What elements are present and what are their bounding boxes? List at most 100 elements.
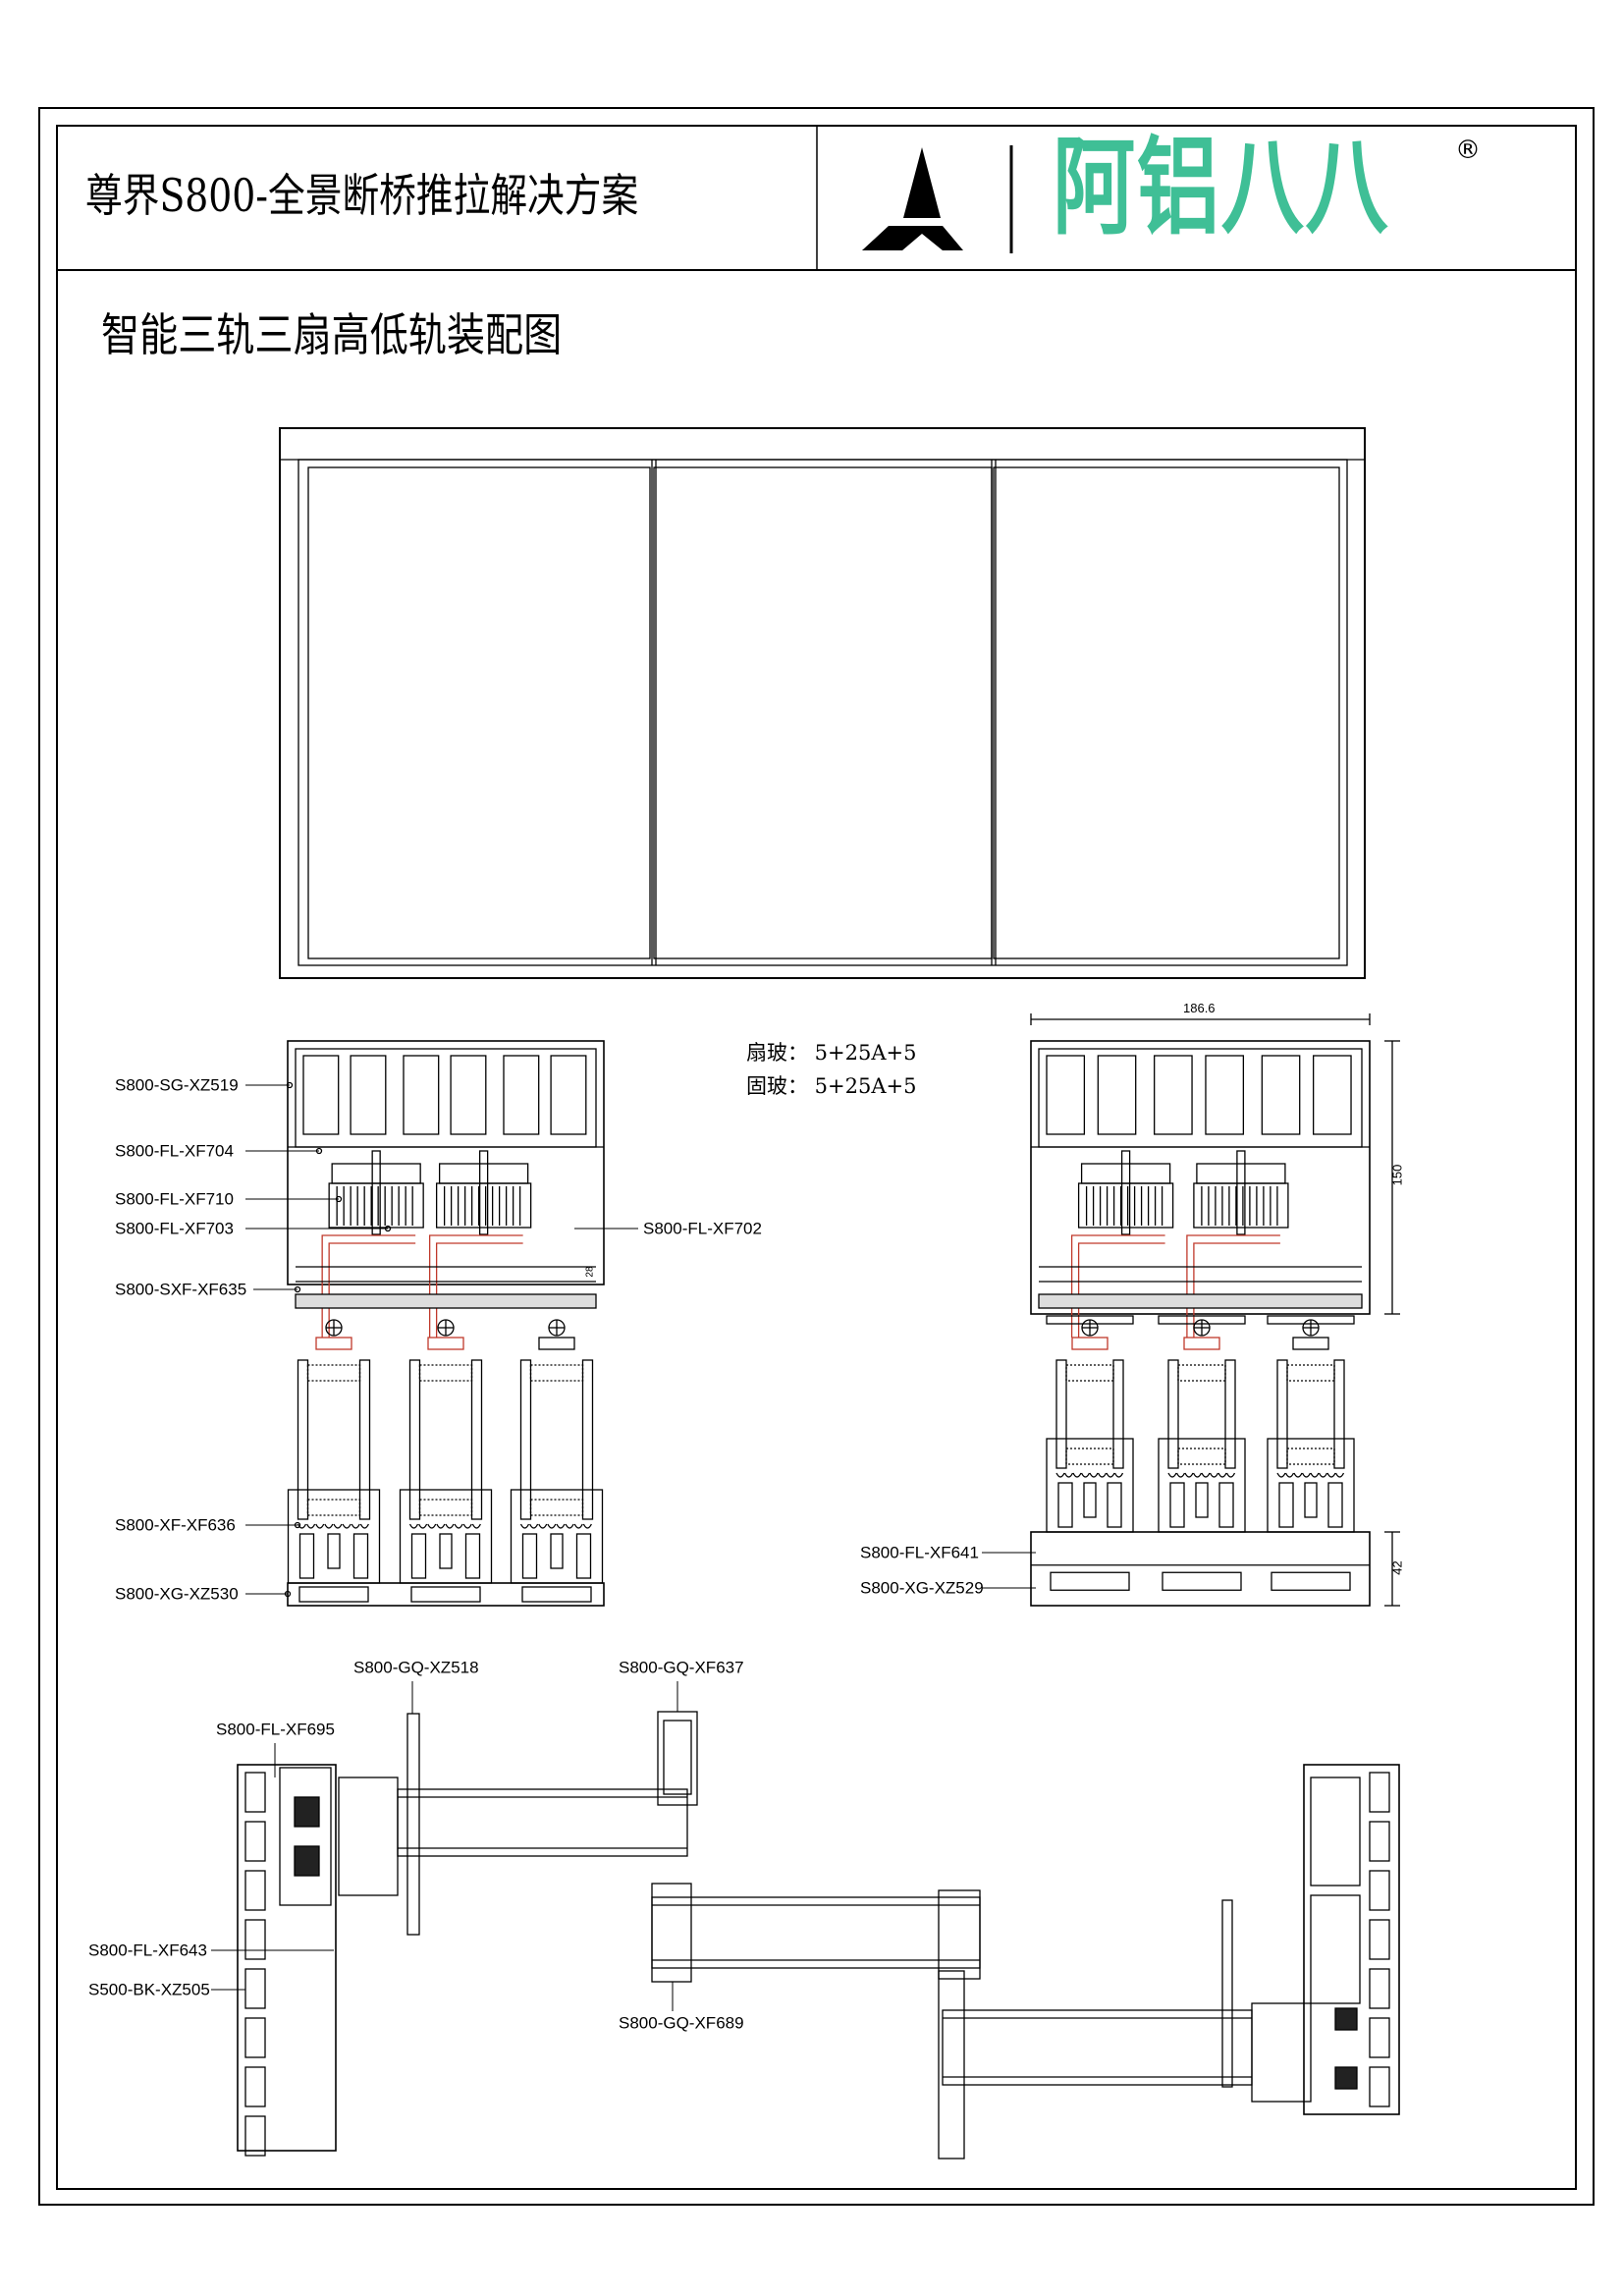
track-bar [295, 1293, 597, 1309]
roller [1057, 1482, 1073, 1528]
spacer-bar [306, 1364, 361, 1382]
sash-bottom-profile [1158, 1438, 1246, 1533]
seal-tooth [445, 1523, 455, 1529]
section-right [1030, 1013, 1400, 1607]
leader-lines [211, 1081, 1036, 2011]
sill-chamber [521, 1586, 592, 1603]
seal-tooth [1106, 1472, 1115, 1478]
glass-pane [1276, 1359, 1288, 1469]
drive-block [315, 1337, 352, 1350]
roller [352, 1533, 369, 1579]
sill-chamber [298, 1586, 369, 1603]
plan-view [237, 1711, 1400, 2159]
seal-tooth [418, 1523, 428, 1529]
section-left [287, 1040, 605, 1607]
elevation-view [279, 427, 1366, 979]
sill-chamber [1271, 1571, 1351, 1591]
seal-tooth [342, 1523, 352, 1529]
seal-tooth [1175, 1472, 1186, 1478]
seal-tooth [1192, 1472, 1203, 1478]
part-label: S800-FL-XF702 [643, 1219, 762, 1238]
glass-pane [1333, 1359, 1345, 1469]
jamb-chamber [244, 1919, 266, 1960]
head-chamber [1313, 1055, 1352, 1135]
motor-body [328, 1182, 424, 1229]
roller-axle [550, 1533, 564, 1569]
drive-block [538, 1337, 575, 1350]
transmission-link [428, 1234, 523, 1338]
sash-bottom-profile [287, 1489, 381, 1584]
roller [464, 1533, 481, 1579]
jamb-chamber [244, 1772, 266, 1813]
elevation-outer-frame [279, 427, 1366, 979]
seal-tooth [556, 1523, 566, 1529]
sash-bottom-profile [1046, 1438, 1134, 1533]
seal-tooth [1301, 1472, 1312, 1478]
seal-tooth [1072, 1472, 1082, 1478]
spacer-bar [529, 1364, 584, 1382]
roller [1107, 1482, 1122, 1528]
jamb-chamber [1369, 1772, 1390, 1813]
post-lower [938, 1970, 965, 2159]
part-label: S800-XG-XZ530 [115, 1584, 239, 1604]
seal-tooth [359, 1523, 369, 1529]
leader-dot [315, 1147, 323, 1155]
seal-tooth [436, 1523, 446, 1529]
transmission-link [1186, 1234, 1280, 1338]
roller [1278, 1482, 1294, 1528]
jamb-chamber [1369, 2017, 1390, 2058]
transmission-link [328, 1242, 416, 1338]
drive-block [1183, 1337, 1220, 1350]
interlock-post [938, 1889, 981, 1980]
seal-tooth [1080, 1472, 1091, 1478]
roller [1218, 1482, 1234, 1528]
roller [1327, 1482, 1343, 1528]
drive-block [427, 1337, 464, 1350]
part-label: S800-FL-XF695 [216, 1720, 335, 1739]
seal-block [294, 1845, 320, 1877]
fixed-frame-profile [338, 1777, 399, 1896]
right-jamb [1303, 1764, 1400, 2115]
part-label: S800-FL-XF641 [860, 1543, 979, 1562]
motor-body [1193, 1182, 1289, 1229]
seal-tooth [306, 1523, 316, 1529]
seal-tooth [519, 1523, 530, 1529]
jamb-chamber [244, 2066, 266, 2107]
transmission-link [435, 1242, 523, 1338]
track-bar [1038, 1293, 1363, 1309]
spacer-bar [1286, 1364, 1335, 1382]
sash-bottom-profile [510, 1489, 604, 1584]
leader-dot [286, 1081, 294, 1089]
spacer-bar [306, 1499, 361, 1516]
sash-glass-spec: 扇玻： 5+25A+5 [746, 1041, 917, 1065]
seal-tooth [408, 1523, 419, 1529]
spacer-bar [529, 1499, 584, 1516]
seal-tooth [297, 1523, 307, 1529]
drive-block [1292, 1337, 1329, 1350]
seal-tooth [1184, 1472, 1194, 1478]
sliding-glass-unit-2 [942, 2009, 1253, 2086]
glass-pane [1167, 1359, 1179, 1469]
head-chamber [550, 1055, 587, 1135]
seal-tooth [333, 1523, 343, 1529]
part-label: S800-XG-XZ529 [860, 1578, 984, 1598]
part-label: S800-XF-XF636 [115, 1515, 236, 1535]
seal-tooth [1113, 1472, 1124, 1478]
roller [575, 1533, 592, 1579]
spacer-bar [1177, 1448, 1226, 1465]
seal-tooth [547, 1523, 557, 1529]
post-chamber [663, 1720, 692, 1795]
sash-panel-1 [307, 466, 651, 959]
leader-dot [294, 1285, 301, 1293]
inner-border [56, 125, 1577, 2190]
motor-spindle [371, 1150, 381, 1235]
elevation-inner-frame [298, 459, 1348, 966]
seal-tooth [427, 1523, 437, 1529]
sill-chamber [1050, 1571, 1130, 1591]
seal-tooth [573, 1523, 583, 1529]
jamb-chamber [1369, 1821, 1390, 1862]
jamb-chamber [244, 1870, 266, 1911]
outer-border [38, 107, 1595, 2206]
head-chamber [450, 1055, 487, 1135]
